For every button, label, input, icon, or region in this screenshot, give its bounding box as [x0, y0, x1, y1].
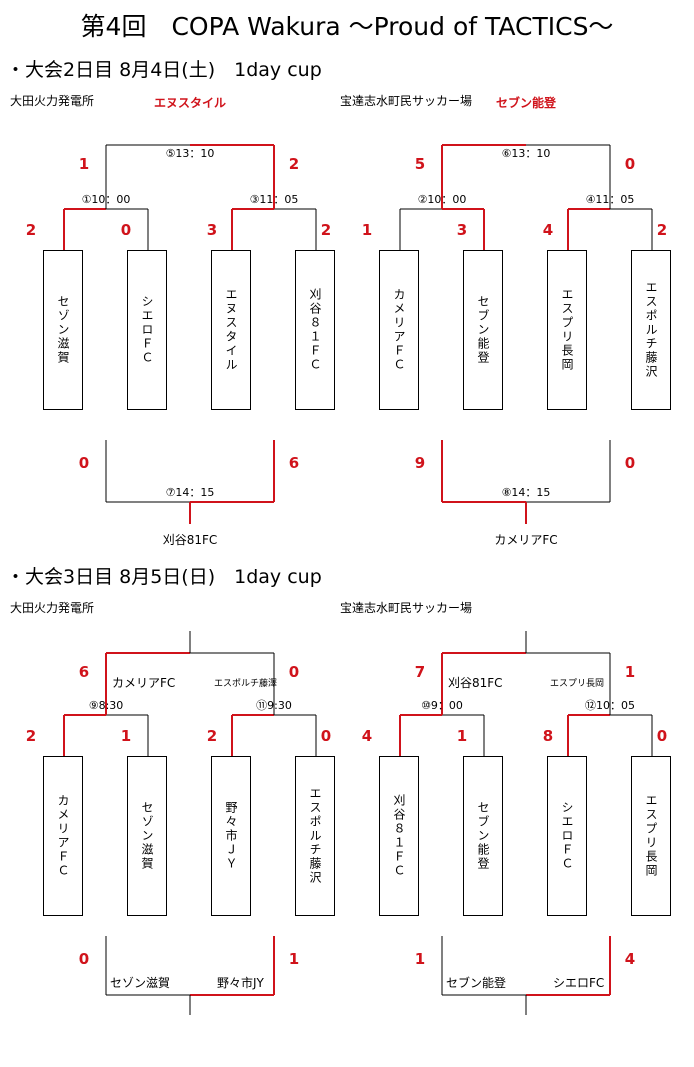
team-name: セブン能登: [476, 801, 490, 871]
team-box: エスポルチ藤沢: [295, 756, 335, 916]
team-name: エスプリ長岡: [560, 288, 574, 372]
cons-team: 野々市JY: [217, 976, 264, 990]
page-title: 第4回 COPA Wakura ～Proud of TACTICS～: [80, 12, 614, 41]
semi-team: エスポルチ藤澤: [214, 679, 278, 689]
match-time: ⑤13：10: [165, 147, 215, 160]
team-box: エスプリ長岡: [547, 250, 587, 410]
team-box: エスポルチ藤沢: [631, 250, 671, 410]
score: 2: [25, 221, 37, 239]
bracket-lines: [63, 631, 653, 1015]
venue-name: 宝達志水町民サッカー場: [340, 601, 473, 615]
team-box: カメリアＦＣ: [379, 250, 419, 410]
team-box: シエロＦＣ: [127, 250, 167, 410]
team-box: エヌスタイル: [211, 250, 251, 410]
score: 0: [120, 221, 132, 239]
score: 0: [656, 727, 668, 745]
venue-name: 大田火力発電所: [10, 94, 95, 108]
score: 2: [320, 221, 332, 239]
team-box: カメリアＦＣ: [43, 756, 83, 916]
venue-name: 大田火力発電所: [10, 601, 95, 615]
team-box: セブン能登: [463, 250, 503, 410]
team-name: シエロＦＣ: [140, 295, 154, 365]
team-name: セゾン滋賀: [140, 801, 154, 871]
team-name: エスポルチ藤沢: [308, 787, 322, 885]
team-name: エスポルチ藤沢: [644, 281, 658, 379]
score: 3: [456, 221, 468, 239]
team-name: カメリアＦＣ: [56, 794, 70, 878]
match-time: ⑫10：05: [585, 699, 635, 712]
team-name: セブン能登: [476, 295, 490, 365]
match-time: ⑥13：10: [501, 147, 551, 160]
score: 0: [78, 950, 90, 968]
winner-team: 刈谷81FC: [162, 533, 218, 547]
score: 8: [542, 727, 554, 745]
team-box: 刈谷８１ＦＣ: [295, 250, 335, 410]
team-name: セゾン滋賀: [56, 295, 70, 365]
score: 4: [361, 727, 373, 745]
match-time: ⑩9：00: [421, 699, 463, 712]
day2-heading: ・大会2日目 8月4日(土) 1day cup: [6, 59, 322, 81]
match-time: ⑧14：15: [501, 486, 551, 499]
score: 4: [624, 950, 636, 968]
score: 0: [624, 155, 636, 173]
semi-team: 刈谷81FC: [448, 676, 503, 690]
team-box: 刈谷８１ＦＣ: [379, 756, 419, 916]
match-time: ③11：05: [249, 193, 299, 206]
score: 2: [25, 727, 37, 745]
cons-team: セゾン滋賀: [110, 976, 171, 990]
team-box: シエロＦＣ: [547, 756, 587, 916]
team-name: エスプリ長岡: [644, 794, 658, 878]
score: 2: [206, 727, 218, 745]
team-name: エヌスタイル: [224, 288, 238, 372]
score: 1: [456, 727, 468, 745]
cons-team: セブン能登: [446, 976, 507, 990]
score: 1: [414, 950, 426, 968]
venue-name: 宝達志水町民サッカー場: [340, 94, 473, 108]
score: 7: [414, 663, 426, 681]
host-team: エヌスタイル: [153, 96, 226, 110]
match-time: ①10：00: [81, 193, 131, 206]
team-name: 野々市ＪＹ: [224, 801, 238, 871]
team-box: エスプリ長岡: [631, 756, 671, 916]
day3-heading: ・大会3日目 8月5日(日) 1day cup: [6, 566, 322, 588]
team-name: カメリアＦＣ: [392, 288, 406, 372]
match-time: ⑪9:30: [256, 699, 292, 712]
semi-team: エスプリ長岡: [550, 679, 605, 689]
score: 1: [288, 950, 300, 968]
match-time: ⑨8:30: [88, 699, 124, 712]
score: 0: [78, 454, 90, 472]
host-team: セブン能登: [495, 96, 556, 110]
score: 6: [78, 663, 90, 681]
score: 0: [288, 663, 300, 681]
score: 2: [656, 221, 668, 239]
match-time: ④11：05: [585, 193, 635, 206]
team-box: セゾン滋賀: [43, 250, 83, 410]
team-box: セゾン滋賀: [127, 756, 167, 916]
score: 1: [624, 663, 636, 681]
winner-team: カメリアFC: [494, 533, 558, 547]
team-box: 野々市ＪＹ: [211, 756, 251, 916]
match-time: ②10：00: [417, 193, 467, 206]
score: 9: [414, 454, 426, 472]
score: 1: [78, 155, 90, 173]
cons-team: シエロFC: [553, 976, 605, 990]
bracket-lines: [63, 144, 653, 524]
team-box: セブン能登: [463, 756, 503, 916]
score: 0: [624, 454, 636, 472]
team-name: シエロＦＣ: [560, 801, 574, 871]
day3-bracket: カメリアＦＣ セゾン滋賀 野々市ＪＹ エスポルチ藤沢 ⑨8:30 2 1 ⑪9:30 2 0 6 0 カ…: [0, 597, 694, 1067]
score: 4: [542, 221, 554, 239]
team-name: 刈谷８１ＦＣ: [392, 794, 406, 878]
semi-team: カメリアFC: [112, 676, 176, 690]
score: 1: [361, 221, 373, 239]
score: 2: [288, 155, 300, 173]
score: 6: [288, 454, 300, 472]
score: 5: [414, 155, 426, 173]
match-time: ⑦14：15: [165, 486, 215, 499]
score: 0: [320, 727, 332, 745]
team-name: 刈谷８１ＦＣ: [308, 288, 322, 372]
score: 3: [206, 221, 218, 239]
score: 1: [120, 727, 132, 745]
